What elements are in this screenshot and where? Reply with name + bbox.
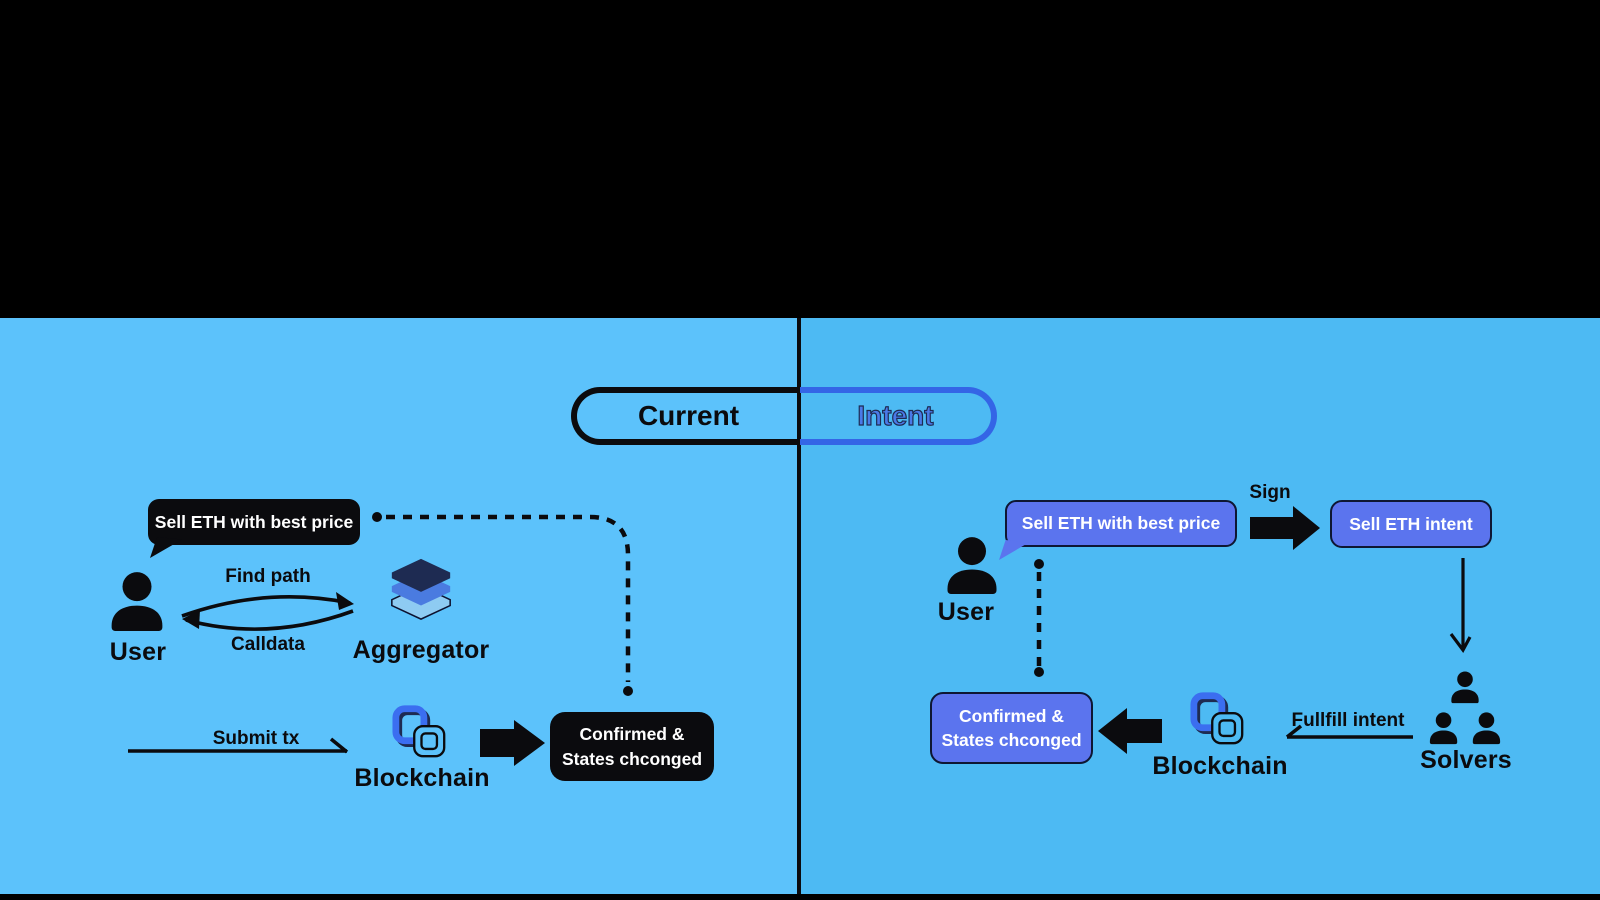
intent-blockchain-label: Blockchain <box>1152 752 1288 780</box>
intent-confirmed-box: Confirmed & States chconged <box>930 692 1093 764</box>
find-path-label: Find path <box>225 566 311 587</box>
fullfill-intent-label: Fullfill intent <box>1291 710 1405 731</box>
panel-divider <box>797 318 801 894</box>
intent-panel-background <box>800 318 1600 894</box>
current-confirmed-line2: States chconged <box>561 748 703 769</box>
blockchain-icon <box>1190 692 1244 745</box>
sell-eth-intent-box: Sell ETH intent <box>1330 500 1492 548</box>
user-icon <box>111 572 163 631</box>
blockchain-icon <box>392 705 446 758</box>
current-confirmed-box: Confirmed & States chconged <box>550 712 714 781</box>
sign-label: Sign <box>1249 482 1291 503</box>
intent-user-label: User <box>937 598 995 626</box>
current-user-label: User <box>109 638 167 666</box>
intent-confirmed-line2: States chconged <box>941 730 1082 750</box>
current-speech-bubble: Sell ETH with best price <box>148 499 360 545</box>
calldata-label: Calldata <box>231 634 305 655</box>
current-confirmed-line1: Confirmed & <box>579 724 685 744</box>
solvers-label: Solvers <box>1420 746 1512 774</box>
aggregator-label: Aggregator <box>352 636 490 664</box>
tab-intent[interactable]: Intent <box>800 387 997 445</box>
tab-current[interactable]: Current <box>571 387 800 445</box>
user-icon <box>947 537 997 594</box>
solvers-icon <box>1429 671 1501 745</box>
intent-confirmed-line1: Confirmed & <box>959 705 1064 726</box>
submit-tx-label: Submit tx <box>212 728 300 749</box>
aggregator-icon <box>391 558 451 620</box>
current-blockchain-label: Blockchain <box>354 764 490 792</box>
intent-speech-bubble: Sell ETH with best price <box>1005 500 1237 547</box>
